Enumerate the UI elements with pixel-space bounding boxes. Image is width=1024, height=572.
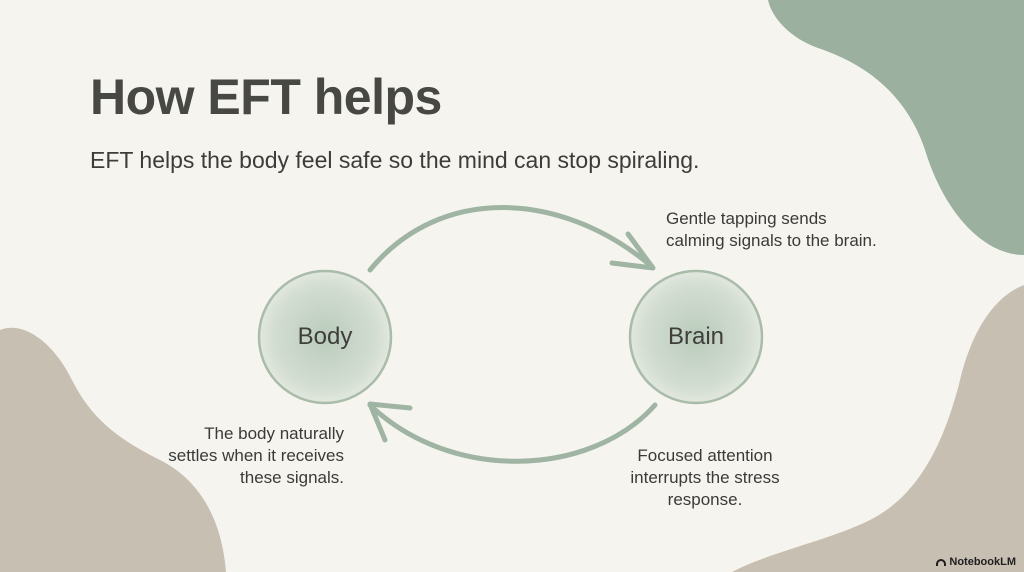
arrowhead-bottom-icon <box>367 401 413 443</box>
brain-node-label: Brain <box>667 323 725 350</box>
sage-blob-top-right <box>768 0 1024 255</box>
branding-label: NotebookLM <box>949 556 1016 568</box>
taupe-blob-bottom-right <box>732 285 1024 572</box>
caption-line: settles when it receives <box>168 446 344 465</box>
caption-focused-attention: Focused attention interrupts the stress … <box>600 445 810 511</box>
arrowhead-top-icon <box>609 231 656 271</box>
caption-tapping: Gentle tapping sends calming signals to … <box>666 208 926 252</box>
caption-line: interrupts the stress <box>630 468 780 487</box>
caption-line: these signals. <box>240 468 344 487</box>
page-subtitle: EFT helps the body feel safe so the mind… <box>90 147 700 173</box>
arrow-body-to-brain <box>367 205 653 273</box>
notebooklm-branding: NotebookLM <box>936 556 1016 568</box>
arrow-brain-to-body <box>367 402 658 464</box>
body-node-label: Body <box>297 323 353 350</box>
notebooklm-icon <box>936 558 947 566</box>
brain-node-circle <box>628 269 764 405</box>
caption-body-settles: The body naturally settles when it recei… <box>130 423 344 489</box>
page-title: How EFT helps <box>90 69 442 125</box>
caption-line: The body naturally <box>204 424 344 443</box>
caption-line: calming signals to the brain. <box>666 231 877 250</box>
body-node-circle <box>257 269 393 405</box>
caption-line: response. <box>667 490 743 509</box>
taupe-blob-bottom-left <box>0 327 226 572</box>
caption-line: Focused attention <box>637 446 773 465</box>
caption-line: Gentle tapping sends <box>666 209 827 228</box>
